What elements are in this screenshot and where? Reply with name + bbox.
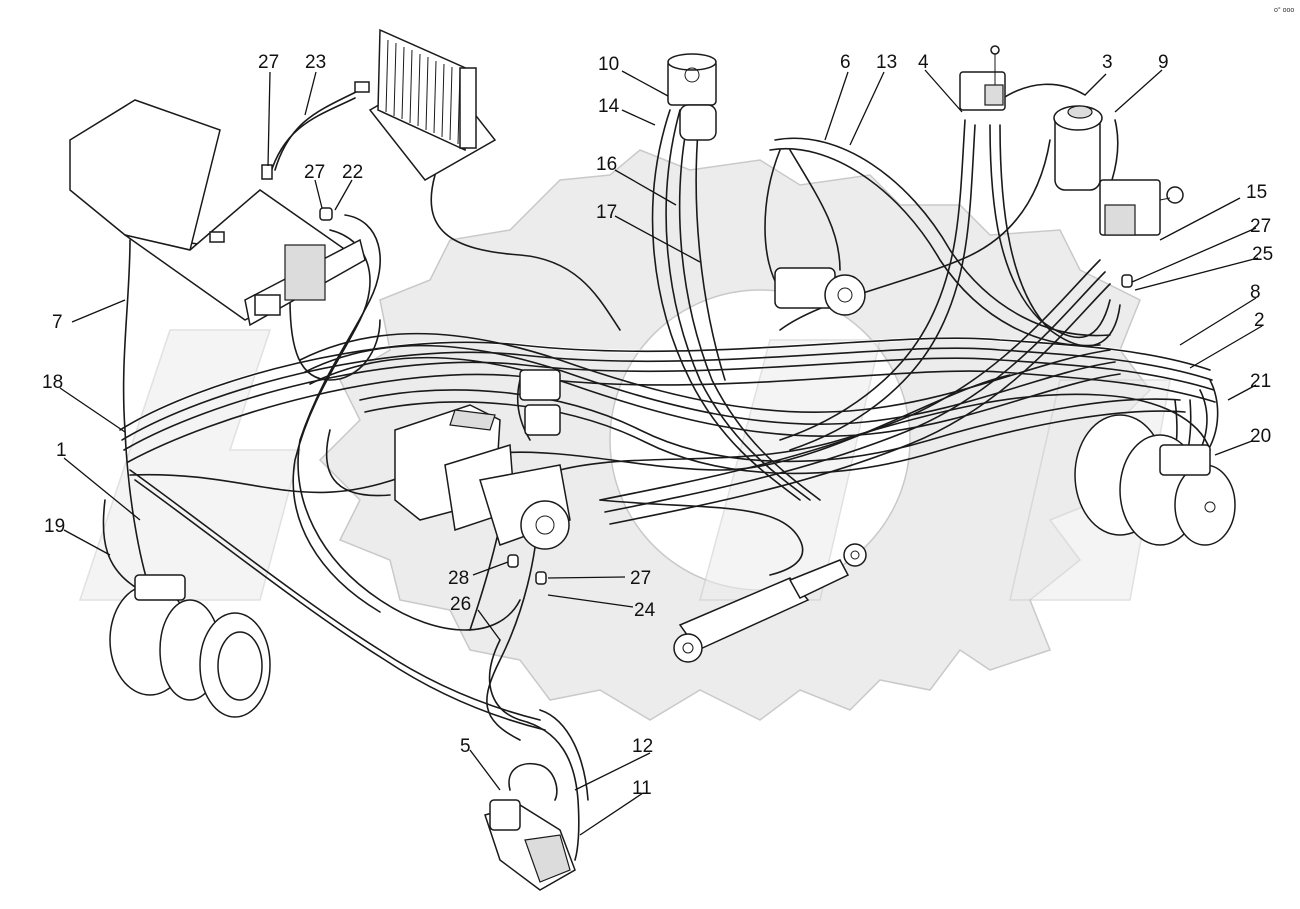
leader-lines [59,69,1263,836]
callout-7: 7 [52,312,63,333]
valve-block-15 [1099,179,1184,236]
callout-15: 15 [1246,182,1267,203]
callout-27-bracket: 27 [304,162,325,183]
callout-16: 16 [596,154,617,175]
frame-bracket [69,99,366,327]
hose-bundle [102,83,1219,861]
callout-27-right: 27 [1250,216,1271,237]
callout-27-top-left: 27 [258,52,279,73]
callout-27-pump: 27 [630,568,651,589]
bottom-motor [484,799,576,891]
callout-26: 26 [450,594,471,615]
callout-3: 3 [1102,52,1113,73]
callout-23: 23 [305,52,326,73]
callout-5: 5 [460,736,471,757]
callout-6: 6 [840,52,851,73]
callout-1: 1 [56,440,67,461]
callout-labels: 1 2 3 4 5 6 7 8 9 10 11 12 13 14 15 16 1… [42,52,1273,799]
callout-14: 14 [598,96,620,117]
corner-mark: o° ооо [1274,6,1294,14]
fittings [209,81,1133,585]
callout-17: 17 [596,202,617,223]
pump-top-center [667,53,717,141]
callout-11: 11 [632,778,652,799]
callout-18: 18 [42,372,63,393]
callout-19: 19 [44,516,65,537]
callout-22: 22 [342,162,363,183]
wheel-motor-right [1074,414,1236,546]
callout-13: 13 [876,52,897,73]
callout-4: 4 [918,52,929,73]
filter-3 [1053,105,1103,191]
valve-block-4 [959,45,1006,111]
main-pump-assembly [394,369,571,550]
pump-motor-right [774,267,866,316]
callout-21: 21 [1250,371,1271,392]
callout-25: 25 [1252,244,1273,265]
callout-8: 8 [1250,282,1261,303]
callout-28: 28 [448,568,469,589]
callout-2: 2 [1254,310,1265,331]
hydraulic-cylinder [673,543,867,663]
callout-24: 24 [634,600,656,621]
oil-cooler [368,28,497,181]
callout-12: 12 [632,736,653,757]
callout-20: 20 [1250,426,1271,447]
callout-10: 10 [598,54,619,75]
wheel-motor-left [109,574,271,718]
callout-9: 9 [1158,52,1169,73]
